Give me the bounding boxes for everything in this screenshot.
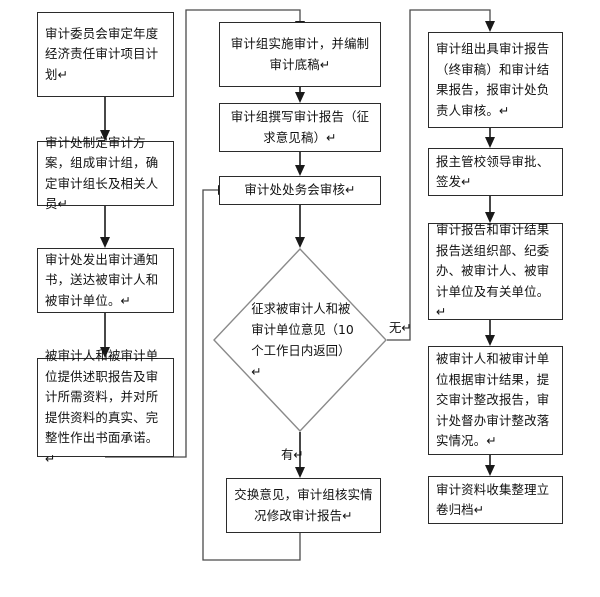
node-n2[interactable]: 审计处制定审计方案，组成审计组，确定审计组长及相关人员↵: [37, 135, 174, 211]
node-n8-label: 征求被审计人和被审计单位意见（10个工作日内返回）↵: [251, 301, 354, 379]
node-n6-label: 审计组撰写审计报告（征求意见稿）↵: [230, 109, 370, 145]
arrowhead-n2-n3: [100, 237, 110, 248]
node-n5-label: 审计组实施审计，并编制审计底稿↵: [230, 36, 370, 72]
diamond-shape: [213, 248, 387, 432]
arrowhead-n7-n8: [295, 237, 305, 248]
arrowhead-n5-n6: [295, 92, 305, 103]
node-n5[interactable]: 审计组实施审计，并编制审计底稿↵: [219, 22, 381, 87]
node-n11[interactable]: 报主管校领导审批、签发↵: [428, 148, 563, 196]
arrowhead-n8-n10: [485, 21, 495, 32]
edge-n4-n5: [105, 9, 301, 458]
node-n14-label: 审计资料收集整理立卷归档↵: [436, 481, 550, 518]
node-n10-label: 审计组出具审计报告（终审稿）和审计结果报告，报审计处负责人审核。↵: [436, 41, 550, 118]
arrowhead-n6-n7: [295, 165, 305, 176]
node-n1-label: 审计委员会审定年度经济责任审计项目计划↵: [45, 25, 159, 82]
edge-label-no: 无↵: [389, 320, 412, 335]
node-n1[interactable]: 审计委员会审定年度经济责任审计项目计划↵: [37, 12, 174, 97]
node-n11-label: 报主管校领导审批、签发↵: [436, 153, 550, 190]
arrowhead-n11-n12: [485, 212, 495, 223]
node-n14[interactable]: 审计资料收集整理立卷归档↵: [428, 476, 563, 524]
node-n12-label: 审计报告和审计结果报告送组织部、纪委办、被审计人、被审计单位及有关单位。↵: [436, 222, 550, 320]
edge-label-yes: 有↵: [281, 447, 304, 462]
node-n7[interactable]: 审计处处务会审核↵: [219, 176, 381, 205]
node-n3-label: 审计处发出审计通知书，送达被审计人和被审计单位。↵: [45, 251, 159, 308]
node-n3[interactable]: 审计处发出审计通知书，送达被审计人和被审计单位。↵: [37, 248, 174, 313]
node-n2-label: 审计处制定审计方案，组成审计组，确定审计组长及相关人员↵: [45, 134, 159, 212]
edge-n8-n10-no: [387, 9, 491, 341]
node-n7-label: 审计处处务会审核↵: [244, 182, 356, 198]
edge-n9-n7-feedback: [202, 189, 301, 561]
arrowhead-n8-n9: [295, 467, 305, 478]
node-n4[interactable]: 被审计人和被审计单位提供述职报告及审计所需资料，并对所提供资料的真实、完整性作出…: [37, 348, 174, 466]
node-n6[interactable]: 审计组撰写审计报告（征求意见稿）↵: [219, 103, 381, 152]
node-n8-decision[interactable]: 征求被审计人和被审计单位意见（10个工作日内返回）↵: [213, 248, 387, 432]
node-n9[interactable]: 交换意见，审计组核实情况修改审计报告↵: [226, 478, 381, 533]
node-n4-label: 被审计人和被审计单位提供述职报告及审计所需资料，并对所提供资料的真实、完整性作出…: [45, 348, 159, 466]
arrowhead-n12-n13: [485, 335, 495, 346]
node-n13[interactable]: 被审计人和被审计单位根据审计结果，提交审计整改报告，审计处督办审计整改落实情况。…: [428, 346, 563, 455]
node-n10[interactable]: 审计组出具审计报告（终审稿）和审计结果报告，报审计处负责人审核。↵: [428, 32, 563, 128]
arrowhead-n10-n11: [485, 137, 495, 148]
arrowhead-n1-n2: [100, 130, 110, 141]
node-n13-label: 被审计人和被审计单位根据审计结果，提交审计整改报告，审计处督办审计整改落实情况。…: [436, 351, 550, 449]
arrowhead-n3-n4: [100, 347, 110, 358]
node-n9-label: 交换意见，审计组核实情况修改审计报告↵: [234, 487, 373, 523]
arrowhead-n13-n14: [485, 465, 495, 476]
node-n12[interactable]: 审计报告和审计结果报告送组织部、纪委办、被审计人、被审计单位及有关单位。↵: [428, 222, 563, 320]
